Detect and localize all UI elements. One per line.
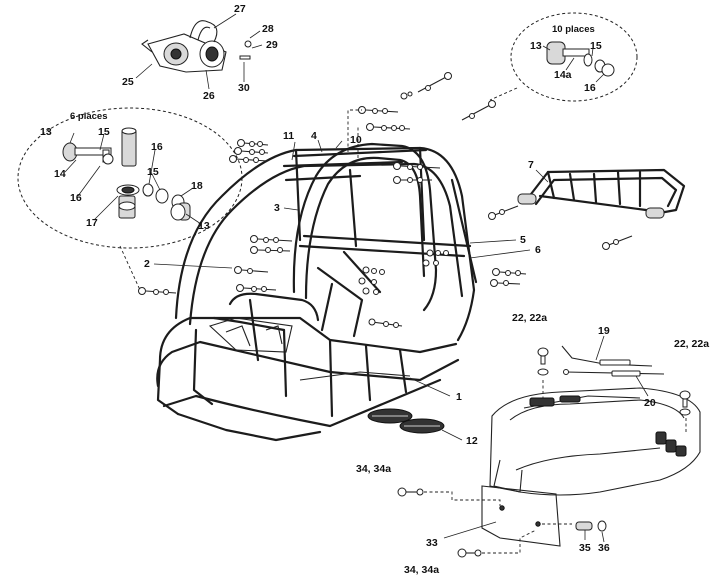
- callout-7: 7: [528, 159, 534, 171]
- callout-18: 18: [191, 180, 203, 192]
- callout-26: 26: [203, 90, 215, 102]
- callout-15-left: 15: [98, 126, 110, 138]
- callout-14a: 14a: [554, 69, 572, 81]
- frame-bolts: [138, 72, 633, 328]
- bushing-assembly-detail: [62, 127, 191, 221]
- leader-lines: [64, 13, 649, 543]
- firewall-panel: [481, 485, 561, 547]
- callout-20: 20: [644, 397, 656, 409]
- callout-19: 19: [598, 325, 610, 337]
- callout-6: 6: [535, 244, 541, 256]
- callout-13-lower: 13: [198, 220, 210, 232]
- callout-36: 36: [598, 542, 610, 554]
- callout-25: 25: [122, 76, 134, 88]
- detail-leader-right: [489, 87, 518, 101]
- callout-3: 3: [274, 202, 280, 214]
- callout-15-mid: 15: [147, 166, 159, 178]
- rear-rack: [517, 168, 686, 219]
- engine-cover: [489, 387, 701, 496]
- callout-34-upper: 34, 34a: [356, 463, 392, 475]
- callout-28: 28: [262, 23, 274, 35]
- callout-29: 29: [266, 39, 278, 51]
- throttle-assembly: [141, 20, 252, 73]
- callout-30: 30: [238, 82, 250, 94]
- callout-13-left: 13: [40, 126, 52, 138]
- callout-12: 12: [466, 435, 478, 447]
- floor-pads: [367, 408, 445, 434]
- callout-16-right: 16: [584, 82, 596, 94]
- callout-16-left: 16: [70, 192, 82, 204]
- callout-1: 1: [456, 391, 462, 403]
- callout-22-left: 22, 22a: [512, 312, 548, 324]
- callout-17: 17: [86, 217, 98, 229]
- callout-11: 11: [283, 130, 295, 142]
- callout-13-right: 13: [530, 40, 542, 52]
- roll-cage-frame: [156, 142, 478, 442]
- callout-16-mid: 16: [151, 141, 163, 153]
- ten-places-note: 10 places: [552, 24, 595, 35]
- detail-leader-left: [119, 245, 141, 291]
- right-bushing-detail: [546, 41, 615, 77]
- callout-10: 10: [350, 134, 362, 146]
- cables: [561, 345, 665, 377]
- body-fasteners: [397, 347, 691, 558]
- callout-35: 35: [579, 542, 591, 554]
- callout-34-lower: 34, 34a: [404, 564, 440, 576]
- callout-33: 33: [426, 537, 438, 549]
- callout-5: 5: [520, 234, 526, 246]
- callout-15-right: 15: [590, 40, 602, 52]
- callout-22-right: 22, 22a: [674, 338, 710, 350]
- callout-2: 2: [144, 258, 150, 270]
- callout-14: 14: [54, 168, 66, 180]
- ten-places-detail-ellipse: [510, 12, 638, 102]
- callout-4: 4: [311, 130, 317, 142]
- callout-27: 27: [234, 3, 246, 15]
- six-places-note: 6 places: [70, 111, 108, 122]
